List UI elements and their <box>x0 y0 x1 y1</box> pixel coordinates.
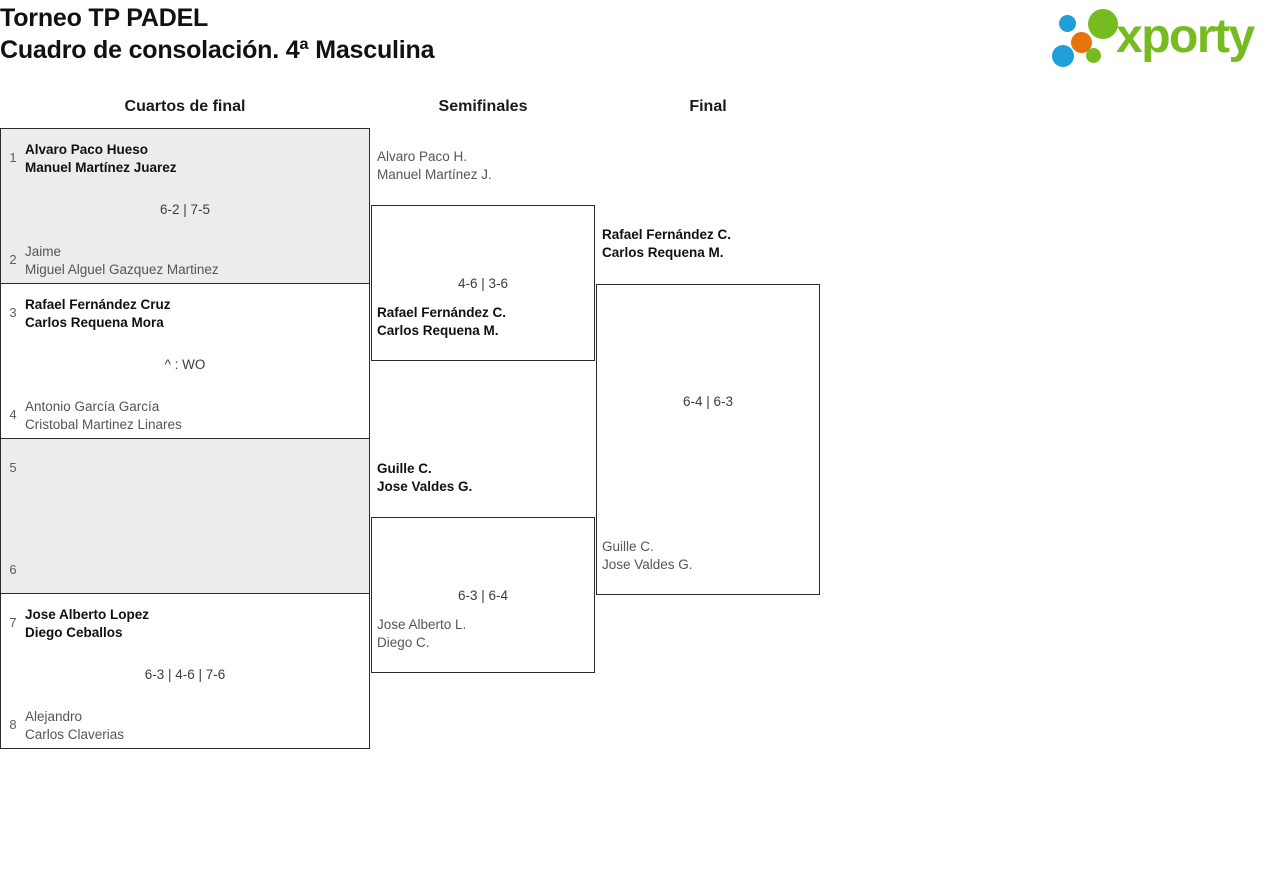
player-2: Manuel Martínez Juarez <box>25 160 177 175</box>
logo-wordmark: xporty <box>1116 10 1255 63</box>
bracket-subtitle: Cuadro de consolación. 4ª Masculina <box>0 36 435 64</box>
player-2: Jose Valdes G. <box>602 557 693 572</box>
round-header-final: Final <box>689 98 727 115</box>
final-team-bottom[interactable]: Guille C. Jose Valdes G. <box>602 538 693 574</box>
player-1: Rafael Fernández C. <box>602 227 732 242</box>
seed-number: 4 <box>9 407 17 422</box>
player-2: Carlos Requena M. <box>602 245 724 260</box>
team-names: Antonio García García Cristobal Martinez… <box>25 397 369 434</box>
match-quarterfinal-1[interactable]: 1 Alvaro Paco Hueso Manuel Martínez Juar… <box>0 128 370 284</box>
logo-dot-blue-top <box>1059 15 1076 32</box>
team-names: Alvaro Paco Hueso Manuel Martínez Juarez <box>25 140 369 177</box>
team-names: Jaime Miguel Alguel Gazquez Martinez <box>25 242 369 279</box>
match-semifinal-2[interactable]: 6-3 | 6-4 <box>371 517 595 673</box>
player-2: Miguel Alguel Gazquez Martinez <box>25 262 219 277</box>
match-score: ^ : WO <box>164 357 206 372</box>
seed-number: 7 <box>9 615 17 630</box>
team-names <box>25 450 369 451</box>
logo-dot-green-large <box>1088 9 1118 39</box>
seed-number: 2 <box>9 252 17 267</box>
seed-number: 1 <box>9 150 17 165</box>
seed-number: 5 <box>9 460 17 475</box>
match-score: 6-3 | 4-6 | 7-6 <box>144 667 226 682</box>
player-1: Guille C. <box>377 461 432 476</box>
player-1: Alvaro Paco Hueso <box>25 142 149 157</box>
team-names: Rafael Fernández Cruz Carlos Requena Mor… <box>25 295 369 332</box>
match-quarterfinal-4[interactable]: 7 Jose Alberto Lopez Diego Ceballos 6-3 … <box>0 593 370 749</box>
player-2: Manuel Martínez J. <box>377 167 492 182</box>
player-1: Jaime <box>25 244 62 259</box>
match-final[interactable]: 6-4 | 6-3 <box>596 284 820 595</box>
semifinal-1-team-bottom[interactable]: Rafael Fernández C. Carlos Requena M. <box>377 304 506 340</box>
player-1: Guille C. <box>602 539 654 554</box>
match-slot-bottom[interactable]: 6 <box>1 552 369 579</box>
seed-number: 3 <box>9 305 17 320</box>
logo-dot-blue-bottom <box>1052 45 1074 67</box>
match-score: 4-6 | 3-6 <box>457 276 509 291</box>
match-slot-bottom[interactable]: 4 Antonio García García Cristobal Martin… <box>1 397 369 434</box>
page-title: Torneo TP PADEL Cuadro de consolación. 4… <box>0 2 434 66</box>
player-2: Carlos Requena Mora <box>25 315 164 330</box>
player-2: Jose Valdes G. <box>377 479 473 494</box>
final-team-top[interactable]: Rafael Fernández C. Carlos Requena M. <box>602 226 731 262</box>
match-quarterfinal-2[interactable]: 3 Rafael Fernández Cruz Carlos Requena M… <box>0 283 370 439</box>
match-score: 6-2 | 7-5 <box>159 202 211 217</box>
player-1: Jose Alberto L. <box>377 617 467 632</box>
team-names: Alejandro Carlos Claverias <box>25 707 369 744</box>
match-semifinal-1[interactable]: 4-6 | 3-6 <box>371 205 595 361</box>
player-2: Carlos Requena M. <box>377 323 499 338</box>
seed-number: 8 <box>9 717 17 732</box>
logo-dot-orange <box>1071 32 1092 53</box>
semifinal-2-team-top[interactable]: Guille C. Jose Valdes G. <box>377 460 472 496</box>
semifinal-2-team-bottom[interactable]: Jose Alberto L. Diego C. <box>377 616 466 652</box>
xporty-logo[interactable]: xporty <box>1050 6 1276 68</box>
player-1: Alvaro Paco H. <box>377 149 468 164</box>
semifinal-1-team-top[interactable]: Alvaro Paco H. Manuel Martínez J. <box>377 148 492 184</box>
logo-dots-icon <box>1050 6 1122 68</box>
match-score: 6-4 | 6-3 <box>682 394 734 409</box>
logo-dot-green-small <box>1086 48 1101 63</box>
player-2: Cristobal Martinez Linares <box>25 417 182 432</box>
team-names: Jose Alberto Lopez Diego Ceballos <box>25 605 369 642</box>
player-1: Jose Alberto Lopez <box>25 607 150 622</box>
round-header-quarterfinals: Cuartos de final <box>124 98 246 115</box>
player-1: Rafael Fernández Cruz <box>25 297 171 312</box>
match-slot-top[interactable]: 1 Alvaro Paco Hueso Manuel Martínez Juar… <box>1 140 369 177</box>
player-1: Rafael Fernández C. <box>377 305 507 320</box>
match-slot-top[interactable]: 3 Rafael Fernández Cruz Carlos Requena M… <box>1 295 369 332</box>
match-score: 6-3 | 6-4 <box>457 588 509 603</box>
match-slot-bottom[interactable]: 8 Alejandro Carlos Claverias <box>1 707 369 744</box>
page-header: Torneo TP PADEL Cuadro de consolación. 4… <box>0 0 1280 84</box>
match-slot-bottom[interactable]: 2 Jaime Miguel Alguel Gazquez Martinez <box>1 242 369 279</box>
player-2: Diego C. <box>377 635 430 650</box>
player-2: Carlos Claverias <box>25 727 125 742</box>
player-1: Alejandro <box>25 709 83 724</box>
tournament-name: Torneo TP PADEL <box>0 4 209 32</box>
match-quarterfinal-3[interactable]: 5 6 <box>0 438 370 594</box>
round-header-semifinals: Semifinales <box>438 98 528 115</box>
player-2: Diego Ceballos <box>25 625 123 640</box>
player-1: Antonio García García <box>25 399 160 414</box>
match-slot-top[interactable]: 7 Jose Alberto Lopez Diego Ceballos <box>1 605 369 642</box>
match-slot-top[interactable]: 5 <box>1 450 369 477</box>
seed-number: 6 <box>9 562 17 577</box>
team-names <box>25 552 369 553</box>
